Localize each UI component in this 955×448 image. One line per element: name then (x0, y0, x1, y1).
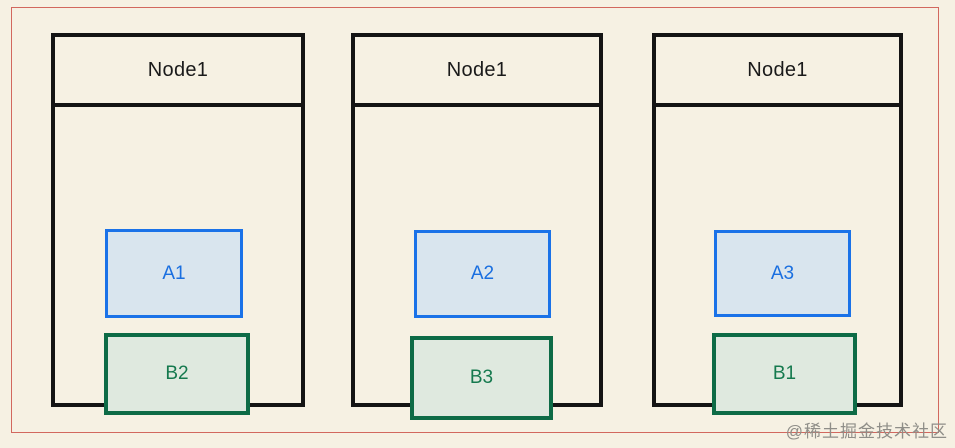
pod-b1: B1 (712, 333, 857, 415)
pod-a2: A2 (414, 230, 551, 318)
watermark: @稀土掘金技术社区 (785, 422, 948, 441)
pod-b3: B3 (410, 336, 553, 420)
pod-a3: A3 (714, 230, 851, 317)
pod-b2: B2 (104, 333, 250, 415)
pod-a1: A1 (105, 229, 243, 318)
node-body: A1 B2 (55, 107, 301, 415)
node-box-2: Node1 A2 B3 (351, 33, 603, 420)
node-body: A3 B1 (656, 107, 899, 415)
node-body: A2 B3 (355, 107, 599, 420)
node-title: Node1 (55, 37, 301, 107)
node-title: Node1 (656, 37, 899, 107)
node-box-3: Node1 A3 B1 (652, 33, 903, 415)
node-box-1: Node1 A1 B2 (51, 33, 305, 415)
node-title: Node1 (355, 37, 599, 107)
